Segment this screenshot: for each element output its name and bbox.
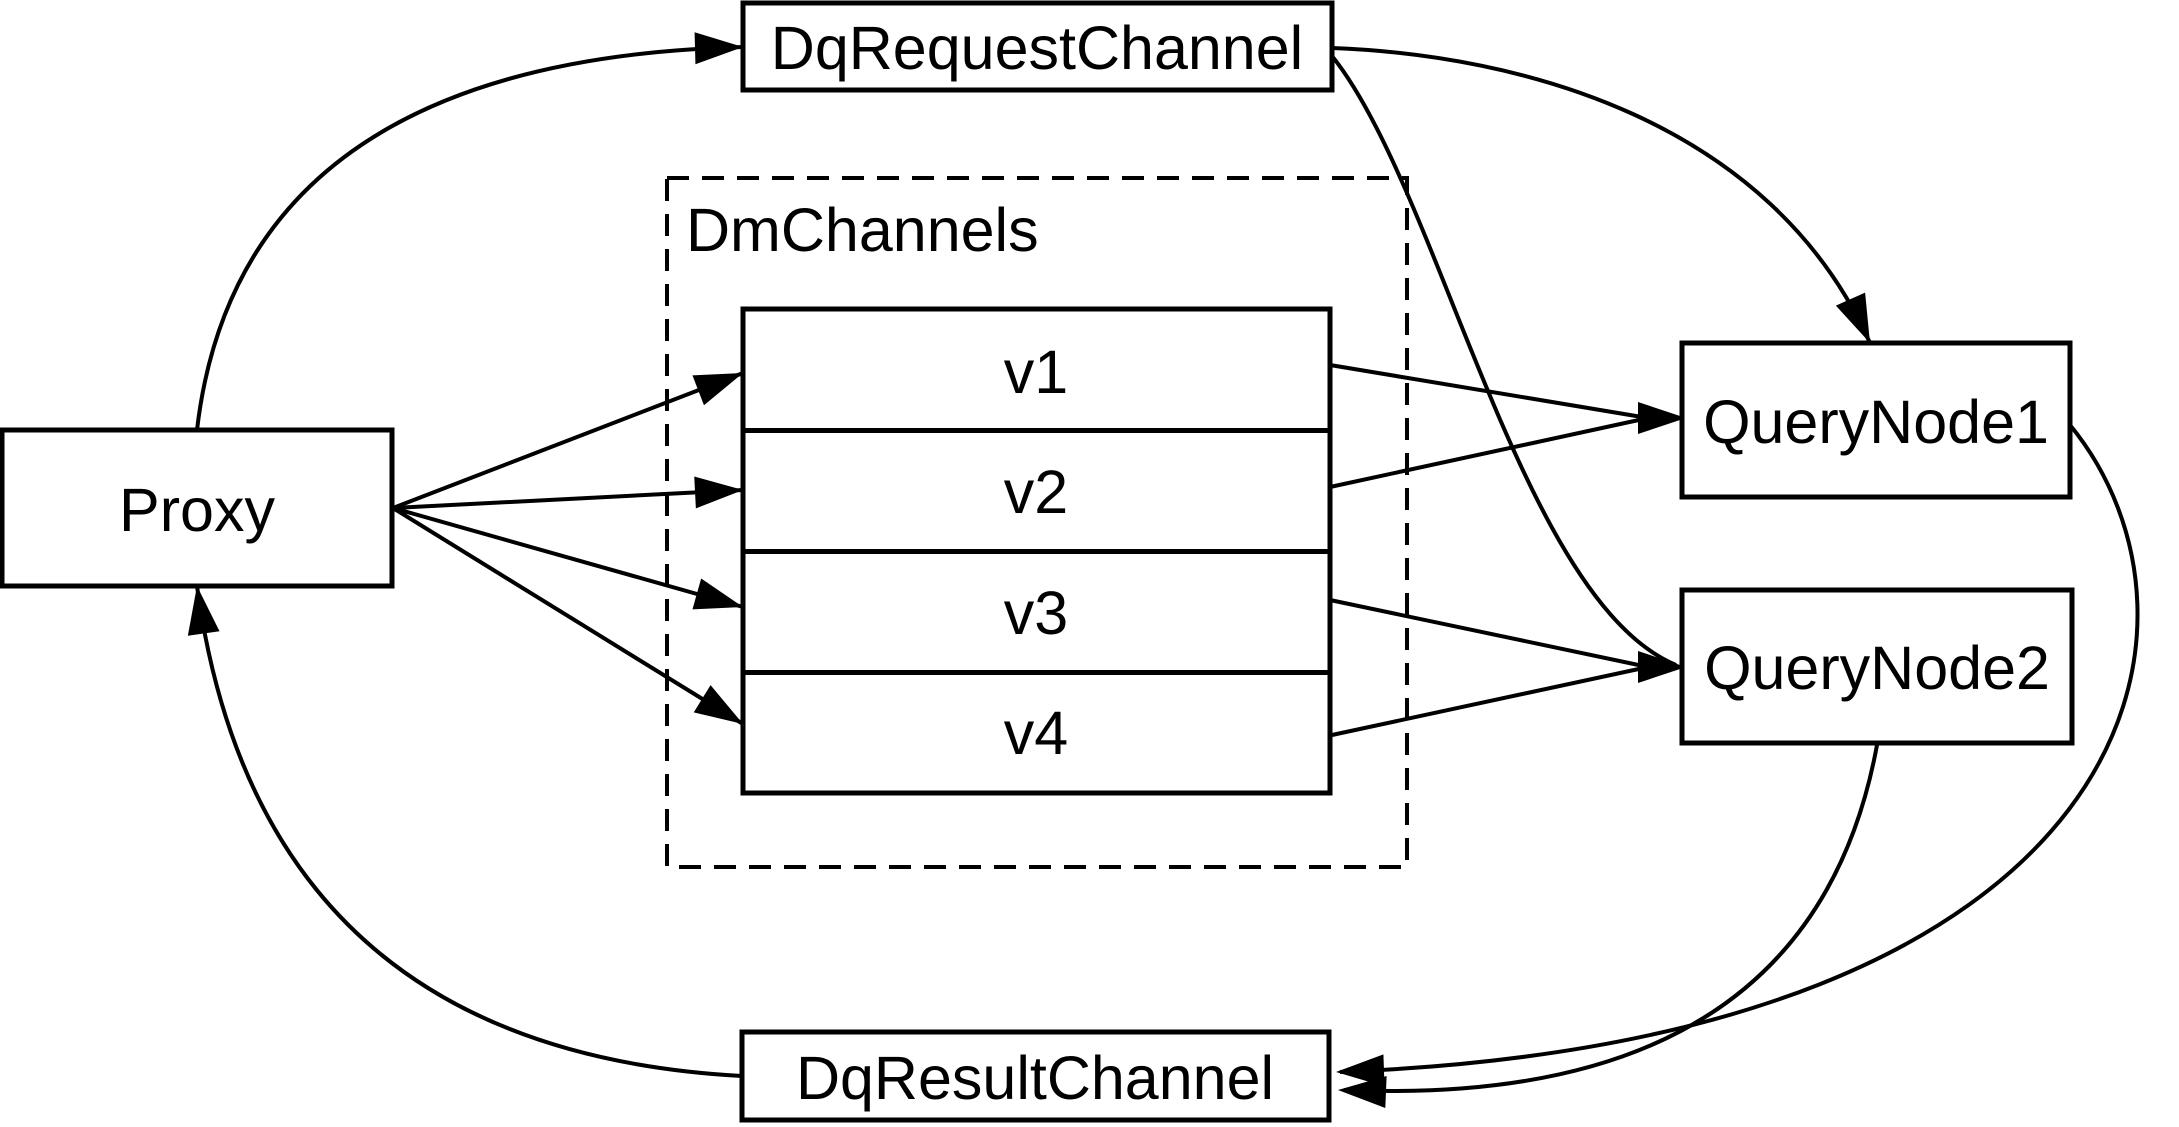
edge-v2-to-querynode1 — [1329, 416, 1649, 489]
channel-v3-label: v3 — [1004, 579, 1068, 647]
node-dqrequestchannel: DqRequestChannel — [740, 0, 1335, 93]
edge-proxy-to-v3 — [392, 506, 744, 609]
edge-dqresultchannel-to-proxy — [195, 585, 743, 1078]
edge-proxy-to-v2 — [392, 488, 744, 510]
arrowhead-into-v1 — [692, 373, 743, 406]
proxy-box — [0, 427, 395, 589]
node-querynode1: QueryNode1 — [1679, 340, 2073, 500]
dqrequestchannel-box — [740, 0, 1335, 93]
node-proxy: Proxy — [0, 427, 395, 589]
dqrequestchannel-label: DqRequestChannel — [771, 14, 1303, 82]
edge-v4-to-querynode2 — [1331, 665, 1649, 737]
edge-dqrequestchannel-to-querynode1 — [1331, 46, 1872, 344]
arrowhead-into-proxy-bottom — [187, 586, 220, 636]
arrowhead-into-dqresultchannel-upper — [1336, 1054, 1385, 1087]
querynode2-box — [1679, 587, 2075, 746]
channel-v1-label: v1 — [1004, 338, 1068, 406]
arrowhead-into-querynode2-left — [1638, 651, 1686, 683]
edge-v3-to-querynode2 — [1329, 598, 1649, 669]
proxy-label: Proxy — [119, 476, 275, 544]
dmchannels-group: DmChannels v1 v2 v3 v4 — [665, 176, 1409, 869]
arrowhead-into-v2 — [694, 476, 743, 509]
edge-querynode2-to-dqresultchannel — [1343, 744, 1879, 1093]
dmchannels-dashed-border — [665, 176, 1409, 869]
arrowhead-into-v4 — [693, 685, 743, 724]
channel-stack: v1 v2 v3 v4 — [740, 306, 1333, 796]
dqresultchannel-label: DqResultChannel — [796, 1044, 1274, 1112]
dmchannels-label: DmChannels — [686, 196, 1039, 264]
querynode1-label: QueryNode1 — [1703, 388, 2049, 456]
querynode1-box — [1679, 340, 2073, 500]
node-dqresultchannel: DqResultChannel — [739, 1029, 1332, 1123]
arrowhead-into-dqrequestchannel — [694, 32, 743, 65]
node-querynode2: QueryNode2 — [1679, 587, 2075, 746]
edge-querynode1-to-dqresultchannel — [1339, 423, 2140, 1074]
arrowhead-into-querynode1-top — [1835, 292, 1870, 343]
edge-dqrequestchannel-to-querynode2 — [1330, 54, 1677, 667]
arrowhead-into-querynode1-left — [1638, 402, 1686, 434]
arrowhead-into-v3 — [692, 578, 743, 610]
dqresultchannel-box — [739, 1029, 1332, 1123]
channel-v2-label: v2 — [1004, 458, 1068, 526]
edge-proxy-to-dqrequestchannel — [195, 45, 744, 431]
edge-proxy-to-v1 — [392, 371, 744, 510]
arrowhead-into-dqresultchannel-lower — [1338, 1076, 1387, 1108]
querynode2-label: QueryNode2 — [1704, 634, 2050, 702]
edge-proxy-to-v4 — [391, 506, 745, 726]
edge-v1-to-querynode1 — [1329, 363, 1649, 420]
channel-v4-label: v4 — [1004, 699, 1068, 767]
